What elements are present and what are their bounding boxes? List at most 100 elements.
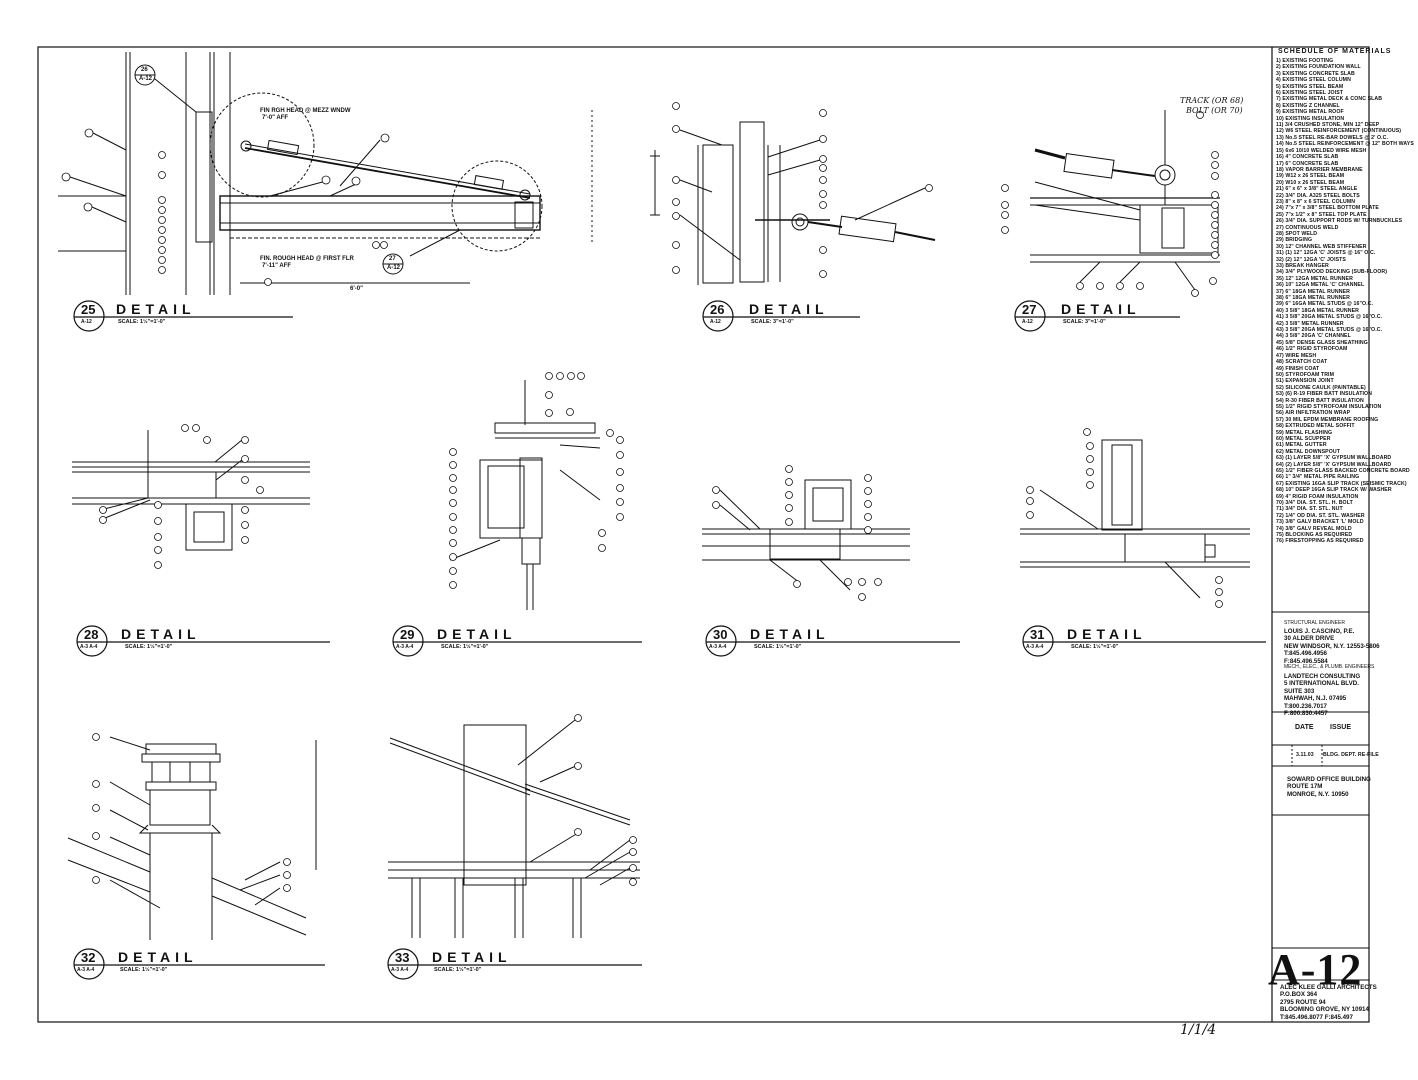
architect-info-line: P.O.BOX 364 xyxy=(1280,991,1318,999)
project-info-line: ROUTE 17M xyxy=(1287,783,1323,791)
detail-25-drawing xyxy=(58,52,543,295)
annotation-bolt-note: BOLT (OR 70) xyxy=(1186,106,1243,115)
schedule-list-line: 32) (2) 12" 12GA 'C' JOISTS xyxy=(1276,256,1346,263)
detail-30-title: 30 A-3 A-4 DETAIL SCALE: 1½"=1'-0" xyxy=(706,626,956,656)
detail-28-number: 28 xyxy=(84,627,99,642)
schedule-list-line: 10) EXISTING INSULATION xyxy=(1276,115,1345,122)
schedule-list-line: 28) SPOT WELD xyxy=(1276,230,1318,237)
schedule-list-line: 20) W10 x 26 STEEL BEAM xyxy=(1276,179,1345,186)
detail-26-sheet: A-12 xyxy=(710,319,721,325)
detail-31-number: 31 xyxy=(1030,627,1045,642)
detail-28-drawing xyxy=(72,430,310,551)
detail-32-title: 32 A-3 A-4 DETAIL SCALE: 1½"=1'-0" xyxy=(74,949,324,979)
schedule-list-line: 38) 6" 18GA METAL RUNNER xyxy=(1276,295,1350,302)
schedule-list-line: 60) METAL SCUPPER xyxy=(1276,435,1331,442)
schedule-list-line: 24) 7"x 7" x 3/8" STEEL BOTTOM PLATE xyxy=(1276,205,1379,212)
ref-bubble-26-a12 xyxy=(134,64,404,275)
detail-25-sheet: A-12 xyxy=(81,319,92,325)
schedule-list-line: 22) 3/4" DIA. A325 STEEL BOLTS xyxy=(1276,192,1360,199)
detail-30-number: 30 xyxy=(713,627,728,642)
detail-25-title: 25 A-12 DETAIL SCALE: 1½"=1'-0" xyxy=(74,301,314,331)
detail-29-number: 29 xyxy=(400,627,415,642)
schedule-list-line: 59) METAL FLASHING xyxy=(1276,429,1333,436)
detail-26-title: 26 A-12 DETAIL SCALE: 3"=1'-0" xyxy=(703,301,873,331)
schedule-list-line: 9) EXISTING METAL ROOF xyxy=(1276,109,1344,116)
schedule-list-line: 18) VAPOR BARRIER MEMBRANE xyxy=(1276,166,1363,173)
detail-28-heading: DETAIL xyxy=(121,626,201,642)
schedule-list-line: 21) 6" x 6" x 3/8" STEEL ANGLE xyxy=(1276,186,1358,193)
detail-26-number: 26 xyxy=(710,302,725,317)
schedule-title: SCHEDULE OF MATERIALS xyxy=(1278,48,1392,55)
detail-31-drawing xyxy=(1020,439,1250,599)
schedule-list-line: 19) W12 x 26 STEEL BEAM xyxy=(1276,173,1345,180)
schedule-list-line: 34) 3/4" PLYWOOD DECKING (SUB-FLOOR) xyxy=(1276,269,1388,276)
schedule-list-line: 40) 3 5/8" 18GA METAL RUNNER xyxy=(1276,307,1359,314)
annotation-fin-rough-head-first-dim: 7'-11" AFF xyxy=(262,263,292,269)
schedule-list-line: 75) BLOCKING AS REQUIRED xyxy=(1276,532,1353,539)
sheet-number: A-12 xyxy=(1268,945,1363,994)
structural-info-line: LOUIS J. CASCINO, P.E. xyxy=(1284,628,1355,635)
schedule-list-line: 12) W6 STEEL REINFORCEMENT (CONTINUOUS) xyxy=(1276,128,1402,135)
annotation-fin-rough-head-first: FIN. ROUGH HEAD @ FIRST FLR xyxy=(260,256,354,262)
detail-32-heading: DETAIL xyxy=(118,949,198,965)
schedule-list-line: 65) 1/2" FIBER GLASS BACKED CONCRETE BOA… xyxy=(1276,468,1410,474)
detail-27-number: 27 xyxy=(1022,302,1037,317)
schedule-list-line: 47) WIRE MESH xyxy=(1276,352,1317,359)
schedule-list-line: 73) 3/8" GALV BRACKET 'L' MOLD xyxy=(1276,519,1364,526)
issue-issue-header: ISSUE xyxy=(1330,724,1352,731)
detail-31-title: 31 A-3 A-4 DETAIL SCALE: 1½"=1'-0" xyxy=(1023,626,1263,656)
mep-info-line: MAHWAH, N.J. 07495 xyxy=(1284,695,1347,703)
ref-bubble-bottom-number: 27 xyxy=(389,256,396,262)
annotation-dim-6ft: 6'-0" xyxy=(350,286,363,292)
schedule-list-line: 35) 12" 12GA METAL RUNNER xyxy=(1276,275,1353,282)
detail-33-sheet: A-3 A-4 xyxy=(391,967,409,973)
schedule-list-line: 61) METAL GUTTER xyxy=(1276,442,1327,449)
schedule-list-line: 41) 3 5/8" 20GA METAL STUDS @ 16"O.C. xyxy=(1276,314,1383,321)
detail-33-title: 33 A-3 A-4 DETAIL SCALE: 1½"=1'-0" xyxy=(388,949,638,979)
schedule-list-line: 44) 3 5/8" 20GA 'C' CHANNEL xyxy=(1276,333,1351,340)
mep-info-line: F:800.830.4457 xyxy=(1284,710,1328,718)
detail-33-heading: DETAIL xyxy=(432,949,512,965)
detail-33-drawing xyxy=(388,719,640,938)
detail-29-sheet: A-3 A-4 xyxy=(396,644,414,650)
annotation-fin-rgh-head-mezz: FIN RGH HEAD @ MEZZ WNDW xyxy=(260,108,351,114)
schedule-list-line: 5) EXISTING STEEL BEAM xyxy=(1276,83,1344,90)
schedule-list-line: 69) 4" RIGID FOAM INSULATION xyxy=(1276,493,1359,500)
schedule-list-line: 17) 6" CONCRETE SLAB xyxy=(1276,160,1339,167)
schedule-list-line: 3) EXISTING CONCRETE SLAB xyxy=(1276,70,1355,77)
detail-26-drawing xyxy=(591,110,936,285)
schedule-list-line: 55) 1/2" RIGID STYROFOAM INSULATION xyxy=(1276,403,1382,410)
schedule-list-line: 16) 4" CONCRETE SLAB xyxy=(1276,154,1339,161)
annotation-track-note: TRACK (OR 68) xyxy=(1180,96,1244,105)
schedule-list-line: 62) METAL DOWNSPOUT xyxy=(1276,448,1340,455)
schedule-list-line: 26) 3/4" DIA. SUPPORT RODS W/ TURNBUCKLE… xyxy=(1276,218,1403,225)
project-info-line: MONROE, N.Y. 10950 xyxy=(1287,790,1349,798)
schedule-list-line: 58) EXTRUDED METAL SOFFIT xyxy=(1276,423,1355,430)
mep-info-line: LANDTECH CONSULTING xyxy=(1284,673,1361,680)
detail-28-scale: SCALE: 1½"=1'-0" xyxy=(125,644,173,650)
schedule-list-line: 52) SILICONE CAULK (PAINTABLE) xyxy=(1276,384,1366,391)
schedule-list-line: 14) No.5 STEEL REINFORCEMENT @ 12" BOTH … xyxy=(1276,141,1414,148)
schedule-list-line: 7) EXISTING METAL DECK & CONC SLAB xyxy=(1276,96,1383,103)
schedule-list-line: 11) 3/4 CRUSHED STONE, MIN 12" DEEP xyxy=(1276,122,1380,129)
schedule-list-line: 50) STYROFOAM TRIM xyxy=(1276,371,1334,378)
structural-label: STRUCTURAL ENGINEER xyxy=(1284,620,1345,626)
mep-info-line: 5 INTERNATIONAL BLVD. xyxy=(1284,680,1359,688)
issue-date-header: DATE xyxy=(1295,724,1314,731)
detail-26-heading: DETAIL xyxy=(749,301,829,317)
schedule-list-line: 76) FIRESTOPPING AS REQUIRED xyxy=(1276,538,1364,545)
project-info-line: SOWARD OFFICE BUILDING xyxy=(1287,776,1371,783)
detail-32-scale: SCALE: 1½"=1'-0" xyxy=(120,967,168,973)
detail-33-number: 33 xyxy=(395,950,410,965)
schedule-list-line: 15) 6x6 10/10 WELDED WIRE MESH xyxy=(1276,147,1367,154)
detail-title-bars xyxy=(73,300,1266,980)
detail-30-sheet: A-3 A-4 xyxy=(709,644,727,650)
detail-29-drawing xyxy=(449,380,601,610)
detail-25-number: 25 xyxy=(81,302,96,317)
detail-27-drawing xyxy=(1030,110,1220,291)
detail-30-drawing xyxy=(702,479,910,591)
